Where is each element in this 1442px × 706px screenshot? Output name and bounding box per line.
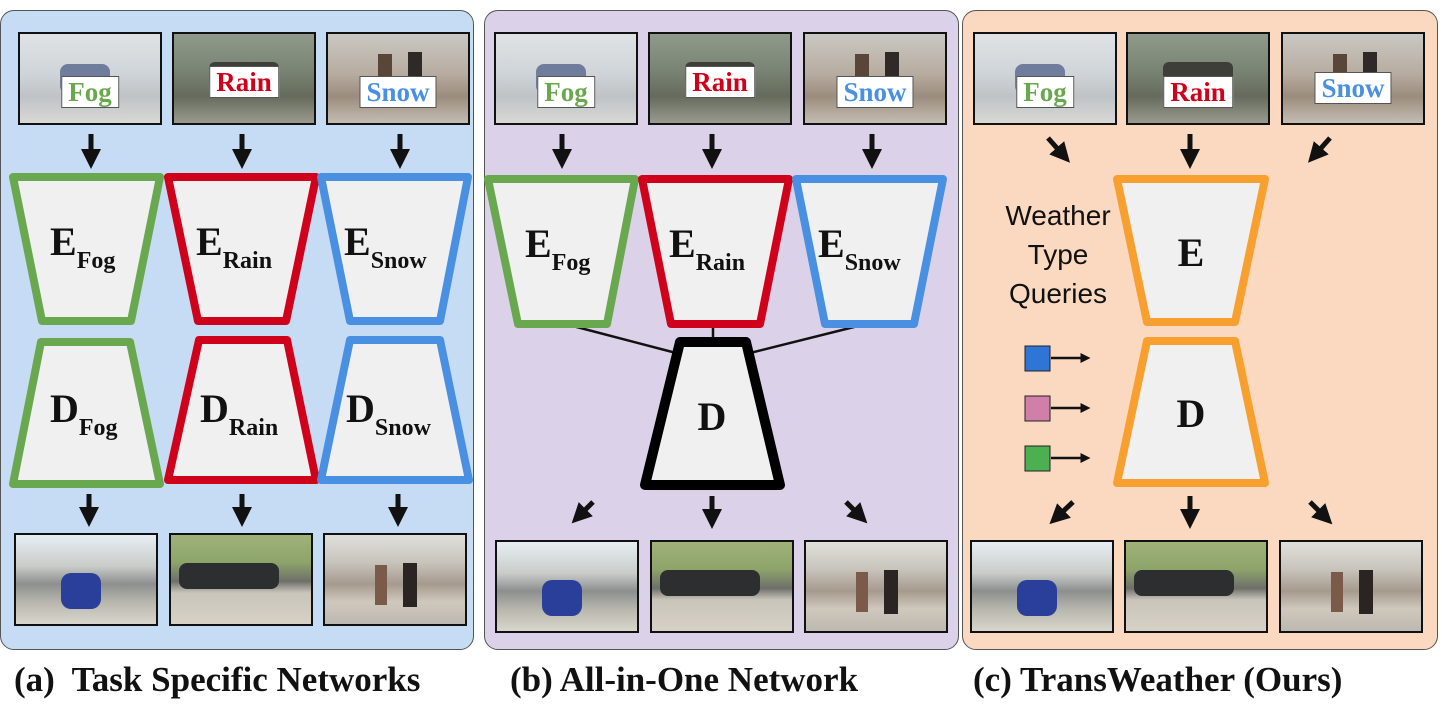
label-e: E (1178, 230, 1205, 275)
input-image-snow: Snow (326, 32, 470, 125)
decoder-fog (9, 338, 164, 488)
input-image-rain: Rain (172, 32, 316, 125)
output-image-snow (323, 533, 467, 626)
shared-decoder (640, 337, 785, 490)
query-square-blue (1024, 345, 1051, 372)
output-image-snow (804, 540, 948, 633)
weather-label-fog: Fog (61, 76, 119, 108)
weather-label-fog: Fog (537, 76, 595, 108)
decoder-snow (317, 336, 473, 484)
weather-label-snow: Snow (1314, 72, 1392, 104)
encoder-rain (164, 173, 320, 325)
query-square-pink (1024, 395, 1051, 422)
label-e-snow: ESnow (344, 219, 427, 274)
encoder-snow (792, 175, 947, 328)
caption-c: (c) TransWeather (Ours) (973, 660, 1343, 699)
encoder-snow (317, 173, 472, 325)
label-d-shared: D (698, 394, 727, 439)
input-image-fog: Fog (18, 32, 162, 125)
label-d: D (1177, 391, 1206, 436)
weather-type-queries-label: Weather Type Queries (1005, 200, 1111, 309)
label-e-rain: ERain (196, 219, 272, 274)
transweather-encoder (1113, 175, 1269, 326)
input-image-snow: Snow (803, 32, 947, 125)
weather-label-fog: Fog (1016, 76, 1074, 108)
encoder-rain (638, 175, 793, 328)
arrow (1308, 500, 1333, 525)
label-e-rain: ERain (669, 221, 745, 276)
query-square-green (1024, 445, 1051, 472)
weather-label-rain: Rain (1163, 76, 1233, 108)
input-image-rain: Rain (648, 32, 792, 125)
weather-label-rain: Rain (209, 66, 279, 98)
arrow (844, 500, 868, 524)
label-d-rain: DRain (200, 386, 278, 441)
arrow (1046, 136, 1070, 163)
arrow (571, 500, 595, 524)
output-image-rain (169, 533, 313, 626)
label-e-snow: ESnow (818, 221, 901, 276)
output-image-snow (1279, 540, 1423, 633)
output-image-fog (14, 533, 158, 626)
label-d-snow: DSnow (346, 386, 432, 441)
output-image-rain (650, 540, 794, 633)
connector-line (568, 323, 681, 356)
connector-line (745, 323, 863, 356)
caption-a: (a) Task Specific Networks (14, 660, 421, 699)
caption-b: (b) All-in-One Network (510, 660, 859, 699)
input-image-fog: Fog (494, 32, 638, 125)
input-image-rain: Rain (1126, 32, 1270, 125)
label-e-fog: EFog (525, 221, 590, 276)
output-image-rain (1124, 540, 1268, 633)
arrow (1049, 500, 1075, 525)
weather-label-rain: Rain (685, 66, 755, 98)
output-image-fog (495, 540, 639, 633)
label-e-fog: EFog (50, 219, 115, 274)
output-image-fog (970, 540, 1114, 633)
input-image-snow: Snow (1281, 32, 1425, 125)
label-d-fog: DFog (50, 386, 118, 441)
arrow (1308, 136, 1332, 163)
input-image-fog: Fog (973, 32, 1117, 125)
encoder-fog (9, 173, 164, 325)
weather-label-snow: Snow (836, 76, 914, 108)
transweather-decoder (1113, 337, 1269, 487)
weather-label-snow: Snow (359, 76, 437, 108)
decoder-rain (164, 336, 320, 484)
encoder-fog (484, 175, 639, 328)
